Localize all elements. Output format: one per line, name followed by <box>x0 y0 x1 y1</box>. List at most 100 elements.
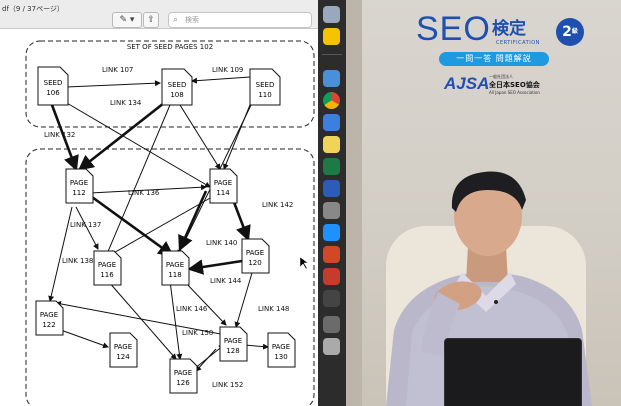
kentei-logo: 検定 <box>492 19 526 39</box>
pen-icon: ✎ ▾ <box>119 15 135 25</box>
svg-text:PAGE: PAGE <box>174 369 192 377</box>
link-132-label: LINK 132 <box>44 131 75 139</box>
word-icon[interactable] <box>323 180 340 197</box>
search-placeholder: 検索 <box>185 16 199 24</box>
pen-tool-button[interactable]: ✎ ▾ <box>112 12 142 28</box>
dock <box>318 0 346 406</box>
viewer-toolbar: df（9 / 37ページ） ✎ ▾ ⇪ ⌕ 検索 <box>0 0 318 29</box>
svg-text:SEED: SEED <box>256 81 275 89</box>
svg-text:SEED: SEED <box>168 81 187 89</box>
ajsa-logo: AJSA <box>444 74 490 93</box>
excel-icon[interactable] <box>323 158 340 175</box>
certification-label: CERTIFICATION <box>496 40 540 46</box>
svg-text:116: 116 <box>100 271 114 279</box>
notes-icon[interactable] <box>323 136 340 153</box>
link-148-label: LINK 148 <box>258 305 289 313</box>
page-114-node: PAGE 114 <box>209 168 238 204</box>
page-128-node: PAGE 128 <box>219 326 248 362</box>
page-126-node: PAGE 126 <box>169 358 198 394</box>
link-137-label: LINK 137 <box>70 221 101 229</box>
link-152-label: LINK 152 <box>212 381 243 389</box>
svg-text:PAGE: PAGE <box>246 249 264 257</box>
svg-text:124: 124 <box>116 353 130 361</box>
link-labels: LINK 107 LINK 109 LINK 134 LINK 132 LINK… <box>44 66 293 389</box>
windows-icon[interactable] <box>323 224 340 241</box>
svg-text:118: 118 <box>168 271 181 279</box>
link-150-label: LINK 150 <box>182 329 213 337</box>
link-144-label: LINK 144 <box>210 277 242 285</box>
office-icon[interactable] <box>323 268 340 285</box>
svg-text:PAGE: PAGE <box>224 337 242 345</box>
search-input[interactable]: ⌕ 検索 <box>168 12 312 28</box>
org-name-en: All Japan SEO Association <box>489 90 540 95</box>
seo-logo: SEO <box>416 10 491 48</box>
search-icon: ⌕ <box>173 15 179 25</box>
link-142-label: LINK 142 <box>262 201 293 209</box>
powerpoint-icon[interactable] <box>323 246 340 263</box>
app-icon-3[interactable] <box>323 290 340 307</box>
svg-text:PAGE: PAGE <box>114 343 132 351</box>
seed-106-node: SEED 106 <box>37 66 69 106</box>
page-118-node: PAGE 118 <box>161 250 190 286</box>
app-icon-4[interactable] <box>323 316 340 333</box>
page-124-node: PAGE 124 <box>109 332 138 368</box>
app-icon-2[interactable] <box>323 202 340 219</box>
svg-text:110: 110 <box>258 91 271 99</box>
svg-text:PAGE: PAGE <box>214 179 232 187</box>
page-112-node: PAGE 112 <box>65 168 94 204</box>
link-138-label: LINK 138 <box>62 257 93 265</box>
finder-icon[interactable] <box>323 6 340 23</box>
finder-icon-2[interactable] <box>323 70 340 87</box>
org-small-label: 一般社団法人 <box>489 74 513 79</box>
link-107-label: LINK 107 <box>102 66 133 74</box>
grade-badge: 2級 <box>556 18 584 46</box>
svg-text:PAGE: PAGE <box>40 311 58 319</box>
dock-separator <box>322 54 342 55</box>
pdf-viewer-window: df（9 / 37ページ） ✎ ▾ ⇪ ⌕ 検索 <box>0 0 318 406</box>
mouse-cursor-icon <box>299 256 309 270</box>
svg-text:108: 108 <box>170 91 183 99</box>
toolbar-spacer <box>160 12 164 26</box>
pdf-page[interactable]: SET OF SEED PAGES 102 <box>0 29 318 406</box>
edges <box>48 76 269 372</box>
wall-panel <box>346 0 362 406</box>
seed-108-node: SEED 108 <box>161 68 193 106</box>
svg-text:PAGE: PAGE <box>272 343 290 351</box>
link-140-label: LINK 140 <box>206 239 237 247</box>
org-name-jp: 全日本SEO協会 <box>489 81 540 89</box>
nonseed-group-box <box>25 148 315 406</box>
presenter-video: SEO 検定 CERTIFICATION 2級 一問一答 問題解説 AJSA 一… <box>346 0 621 406</box>
share-button[interactable]: ⇪ <box>143 12 159 28</box>
svg-text:126: 126 <box>176 379 190 387</box>
laptop <box>444 338 582 406</box>
trash-icon[interactable] <box>323 338 340 355</box>
document-title: df（9 / 37ページ） <box>2 5 64 13</box>
svg-text:114: 114 <box>216 189 230 197</box>
svg-text:120: 120 <box>248 259 261 267</box>
seed-group-label: SET OF SEED PAGES 102 <box>127 43 213 51</box>
page-130-node: PAGE 130 <box>267 332 296 368</box>
svg-text:128: 128 <box>226 347 239 355</box>
seed-110-node: SEED 110 <box>249 68 281 106</box>
page-120-node: PAGE 120 <box>241 238 270 274</box>
link-146-label: LINK 146 <box>176 305 208 313</box>
page-122-node: PAGE 122 <box>35 300 64 336</box>
app-icon-1[interactable] <box>323 28 340 45</box>
link-136-label: LINK 136 <box>128 189 160 197</box>
link-109-label: LINK 109 <box>212 66 243 74</box>
page-116-node: PAGE 116 <box>93 250 122 286</box>
qa-banner: 一問一答 問題解説 <box>439 52 549 66</box>
svg-text:130: 130 <box>274 353 287 361</box>
chrome-icon[interactable] <box>323 92 340 109</box>
svg-text:PAGE: PAGE <box>166 261 184 269</box>
svg-text:112: 112 <box>72 189 85 197</box>
svg-text:PAGE: PAGE <box>70 179 88 187</box>
seed-group-box <box>25 40 315 128</box>
svg-text:PAGE: PAGE <box>98 261 116 269</box>
svg-text:122: 122 <box>42 321 55 329</box>
link-graph-diagram: SET OF SEED PAGES 102 <box>25 40 315 406</box>
svg-text:SEED: SEED <box>44 79 63 87</box>
preview-icon[interactable] <box>323 114 340 131</box>
link-134-label: LINK 134 <box>110 99 142 107</box>
